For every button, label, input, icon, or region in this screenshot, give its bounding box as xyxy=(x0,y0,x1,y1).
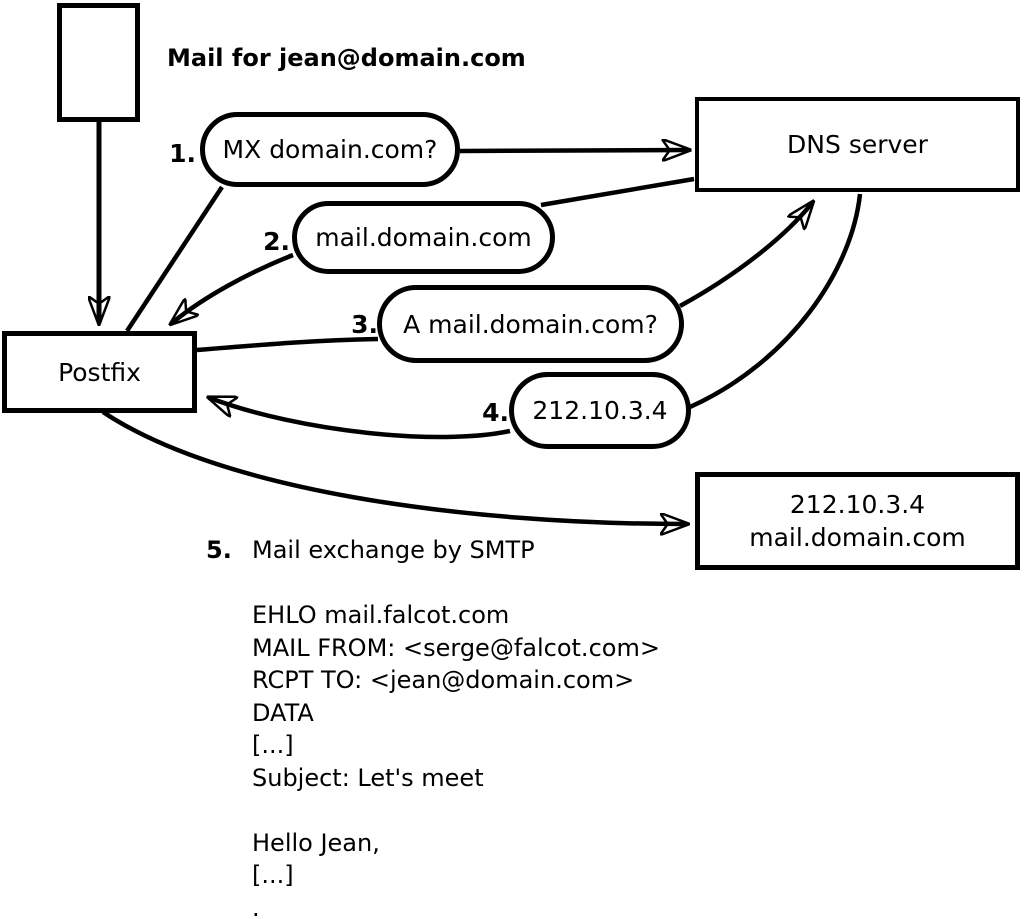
arrow-response2-to-postfix xyxy=(172,252,294,323)
query-a-pill: A mail.domain.com? xyxy=(377,285,684,363)
smtp-line-ehlo: EHLO mail.falcot.com xyxy=(252,601,510,629)
smtp-transcript: EHLO mail.falcot.com MAIL FROM: <serge@f… xyxy=(252,599,660,919)
mail-server-node: 212.10.3.4 mail.domain.com xyxy=(695,472,1020,570)
response-a-pill: 212.10.3.4 xyxy=(509,372,691,449)
diagram-title: Mail for jean@domain.com xyxy=(167,44,526,72)
postfix-label: Postfix xyxy=(58,357,141,387)
step-5-label: Mail exchange by SMTP xyxy=(252,536,535,564)
response-mx-label: mail.domain.com xyxy=(315,223,532,252)
smtp-line-data: DATA xyxy=(252,698,314,727)
mail-server-ip: 212.10.3.4 xyxy=(789,490,926,519)
line-postfix-to-query1 xyxy=(125,185,224,333)
smtp-line-ellipsis-1: [...] xyxy=(252,731,294,759)
step-1-number: 1. xyxy=(169,139,196,168)
arrow-response4-to-postfix xyxy=(210,398,511,440)
smtp-line-blank xyxy=(252,794,660,827)
line-dns-to-response4 xyxy=(689,193,863,410)
query-a-label: A mail.domain.com? xyxy=(403,309,658,339)
line-dns-to-response2 xyxy=(540,176,695,208)
smtp-line-end-dot: . xyxy=(252,893,260,919)
smtp-line-mail-from: MAIL FROM: <serge@falcot.com> xyxy=(252,633,660,662)
mail-message-icon xyxy=(57,3,140,122)
arrow-query3-to-dns xyxy=(678,203,812,308)
query-mx-pill: MX domain.com? xyxy=(200,112,460,187)
response-a-label: 212.10.3.4 xyxy=(532,396,668,425)
dns-server-label: DNS server xyxy=(787,130,928,159)
postfix-node: Postfix xyxy=(2,331,197,413)
step-2-number: 2. xyxy=(263,227,290,256)
step-3-number: 3. xyxy=(351,310,378,339)
response-mx-pill: mail.domain.com xyxy=(292,201,555,274)
smtp-line-rcpt-to: RCPT TO: <jean@domain.com> xyxy=(252,666,635,694)
dns-server-node: DNS server xyxy=(695,97,1020,192)
smtp-line-greeting: Hello Jean, xyxy=(252,828,380,857)
query-mx-label: MX domain.com? xyxy=(222,135,438,164)
step-4-number: 4. xyxy=(482,398,509,427)
arrow-query1-to-dns xyxy=(459,150,688,151)
line-postfix-to-query3 xyxy=(196,336,379,353)
smtp-line-subject: Subject: Let's meet xyxy=(252,763,484,792)
arrow-postfix-to-mailserver xyxy=(101,410,686,524)
step-5-number: 5. xyxy=(206,536,232,564)
mail-server-hostname: mail.domain.com xyxy=(749,523,966,552)
smtp-line-ellipsis-2: [...] xyxy=(252,861,294,889)
